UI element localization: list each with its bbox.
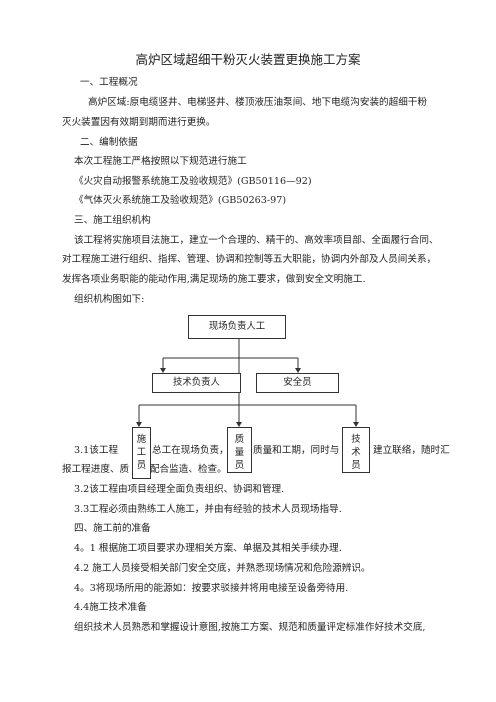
section-1-heading: 一、工程概况 xyxy=(80,77,138,88)
org-box-quality-inspector: 质 量 员 xyxy=(227,427,252,473)
section-3-1-fragment: 总工在现场负责， xyxy=(152,445,229,456)
org-box-char: 员 xyxy=(351,460,361,471)
org-box-construction-worker: 施 工 员 xyxy=(132,427,151,479)
section-3-paragraph-line: 该工程将实施项目法施工，建立一个合理的、精干的、高效率项目部、全面履行合同、 xyxy=(74,235,439,246)
org-box-technical-lead: 技术负责人 xyxy=(152,373,241,393)
section-4-3: 4。3将现场所用的能源如：按要求驳接并将用电接至设备旁待用. xyxy=(74,583,349,594)
org-box-char: 量 xyxy=(234,447,245,458)
section-2-heading: 二、编制依据 xyxy=(80,137,138,148)
org-box-technician: 技 术 员 xyxy=(342,427,370,473)
org-box-site-manager: 现场负责人工 xyxy=(188,315,286,339)
org-chart-intro: 组织机构图如下: xyxy=(74,294,145,305)
org-box-char: 技 xyxy=(351,434,361,445)
section-2-paragraph: 本次工程施工严格按照以下规范进行施工 xyxy=(74,156,247,167)
reference-item: 《火灾自动报警系统施工及验收规范》(GB50116—92) xyxy=(74,176,312,187)
section-4-1: 4。1 根据施工项目要求办理相关方案、单据及其相关手续办理. xyxy=(74,543,342,554)
section-4-heading: 四、施工前的准备 xyxy=(74,523,151,534)
section-3-heading: 三、施工组织机构 xyxy=(74,215,151,226)
org-box-char: 施 xyxy=(136,434,147,445)
section-3-3: 3.3工程必须由熟练工人施工，并由有经验的技术人员现场指导. xyxy=(74,504,342,515)
org-box-char: 术 xyxy=(351,447,361,458)
section-1-paragraph-line: 高炉区域:原电缆竖井、电梯竖井、楼顶液压油泵间、地下电缆沟安装的超细干粉 xyxy=(88,97,428,108)
section-1-paragraph-line: 灭火装置因有效期到期而进行更换。 xyxy=(62,117,216,128)
section-3-1-fragment: 建立联络，随时汇 xyxy=(373,445,450,456)
section-3-2: 3.2该工程由项目经理全面负责组织、协调和管理. xyxy=(74,484,285,495)
org-box-char: 员 xyxy=(136,460,147,471)
org-box-char: 工 xyxy=(136,447,147,458)
section-3-1-fragment: 配合监造、检查。 xyxy=(150,464,227,475)
section-4-4-paragraph: 组织技术人员熟悉和掌握设计意图,按施工方案、规范和质量评定标准作好技术交底, xyxy=(74,622,426,633)
section-3-1-fragment: 报工程进度、质 xyxy=(62,464,130,475)
section-3-paragraph-line: 对工程施工进行组织、指挥、管理、协调和控制等五大职能，协调内外部及人员间关系， xyxy=(62,254,437,265)
org-box-safety-officer: 安全员 xyxy=(256,373,339,393)
reference-item: 《气体灭火系统施工及验收规范》(GB50263-97) xyxy=(74,195,287,206)
section-3-paragraph-line: 发挥各项业务职能的能动作用,满足现场的施工要求，做到安全文明施工. xyxy=(62,274,366,285)
section-3-1-fragment: 3.1该工程 xyxy=(74,445,119,456)
document-title: 高炉区域超细干粉灭火装置更换施工方案 xyxy=(135,52,361,67)
section-3-1-fragment: 质量和工期，同时与 xyxy=(253,445,340,456)
section-4-2: 4.2 施工人员接受相关部门安全交底，并熟悉现场情况和危险源辨识。 xyxy=(74,563,371,574)
org-box-char: 员 xyxy=(234,460,245,471)
section-4-4-heading: 4.4施工技术准备 xyxy=(74,602,147,613)
org-box-char: 质 xyxy=(234,434,245,445)
